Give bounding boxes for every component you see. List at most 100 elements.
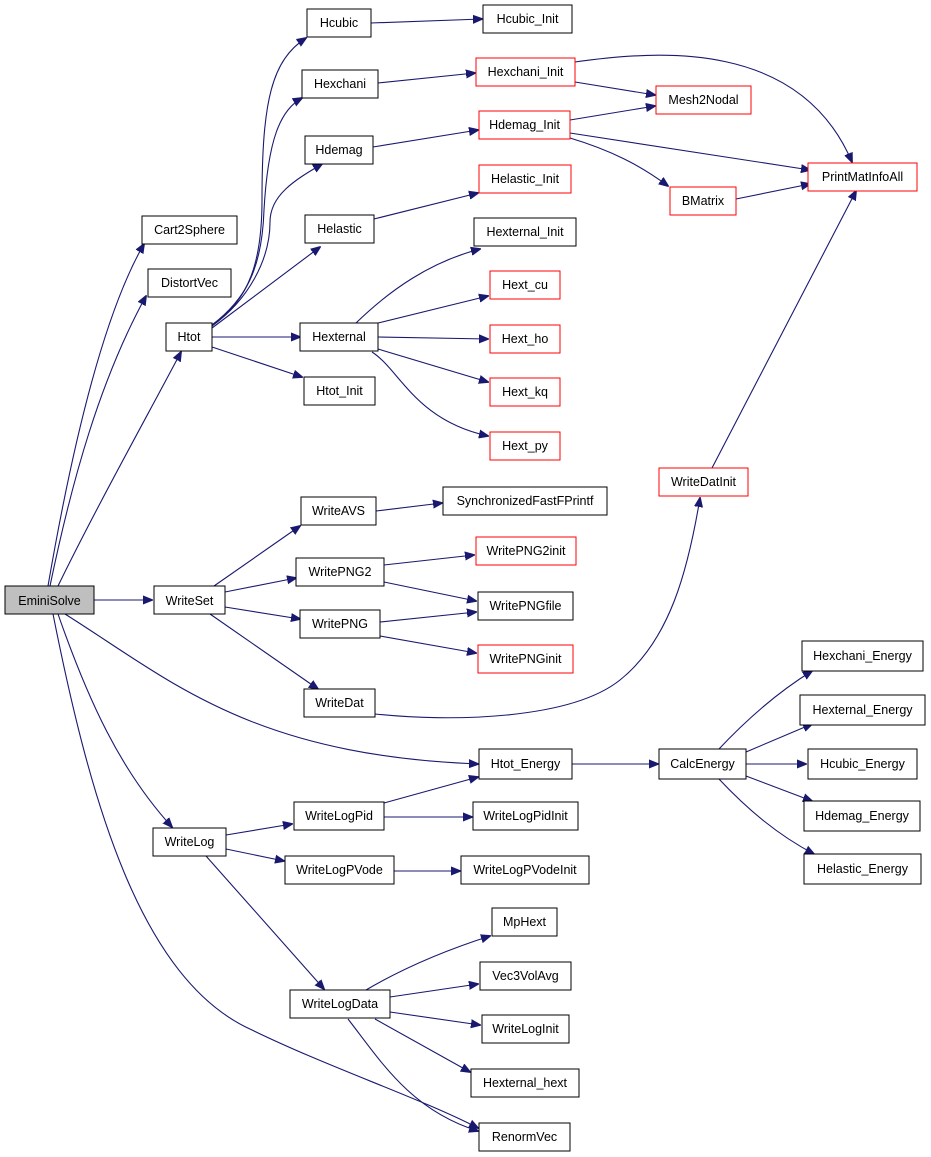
node-cart2sphere[interactable]: Cart2Sphere <box>141 215 238 245</box>
edge-hexternal-hext_cu <box>377 296 488 324</box>
node-label-hexternal_energy: Hexternal_Energy <box>812 703 913 717</box>
node-hexchani[interactable]: Hexchani <box>301 69 379 99</box>
node-htot_energy[interactable]: Htot_Energy <box>478 748 573 780</box>
node-hexternal[interactable]: Hexternal <box>299 322 379 352</box>
node-eminisolve[interactable]: EminiSolve <box>4 585 95 615</box>
node-writelogpid[interactable]: WriteLogPid <box>293 801 385 831</box>
edge-writelog-writelogpvode <box>225 848 284 861</box>
node-bmatrix[interactable]: BMatrix <box>669 186 737 216</box>
edge-eminisolve-writelog <box>57 613 172 827</box>
node-hcubic[interactable]: Hcubic <box>306 8 372 38</box>
node-hext_cu[interactable]: Hext_cu <box>489 270 561 300</box>
node-label-writeavs: WriteAVS <box>312 504 365 518</box>
edge-writelogdata-mphext <box>365 936 490 991</box>
node-helastic_init[interactable]: Helastic_Init <box>478 164 572 194</box>
node-label-hexchani_energy: Hexchani_Energy <box>813 649 912 663</box>
node-writeset[interactable]: WriteSet <box>153 585 226 615</box>
edge-helastic-helastic_init <box>373 193 478 220</box>
node-writepngfile[interactable]: WritePNGfile <box>477 591 574 621</box>
node-calcenergy[interactable]: CalcEnergy <box>658 748 747 780</box>
node-vec3volavg[interactable]: Vec3VolAvg <box>479 961 572 991</box>
edge-writepng-writepnginit <box>379 635 476 653</box>
node-hexternal_energy[interactable]: Hexternal_Energy <box>799 694 926 726</box>
node-mphext[interactable]: MpHext <box>491 907 558 937</box>
node-htot[interactable]: Htot <box>165 322 213 352</box>
node-hexchani_init[interactable]: Hexchani_Init <box>475 57 576 87</box>
edge-hdemag-hdemag_init <box>372 130 478 148</box>
node-writelog[interactable]: WriteLog <box>152 827 227 857</box>
node-hdemag[interactable]: Hdemag <box>304 135 374 165</box>
node-synchronizedfastfprintf[interactable]: SynchronizedFastFPrintf <box>442 486 608 516</box>
edge-writelogdata-vec3volavg <box>389 984 478 998</box>
edge-calcenergy-helastic_energy <box>717 777 814 854</box>
node-label-bmatrix: BMatrix <box>682 194 725 208</box>
node-label-writelogpid: WriteLogPid <box>305 809 373 823</box>
node-label-hdemag_init: Hdemag_Init <box>489 118 560 132</box>
node-label-writepng2: WritePNG2 <box>309 565 372 579</box>
edge-bmatrix-printmatinfoall <box>735 184 810 200</box>
node-htot_init[interactable]: Htot_Init <box>303 376 376 406</box>
node-label-writelog: WriteLog <box>165 835 215 849</box>
node-label-hexternal: Hexternal <box>312 330 366 344</box>
node-writedat[interactable]: WriteDat <box>303 688 376 718</box>
node-writepng[interactable]: WritePNG <box>299 609 381 639</box>
edge-writeset-writedat <box>209 613 318 689</box>
node-writepng2init[interactable]: WritePNG2init <box>475 536 577 566</box>
edge-htot-hexchani <box>211 98 302 326</box>
node-writeloginit[interactable]: WriteLogInit <box>481 1014 570 1044</box>
node-printmatinfoall[interactable]: PrintMatInfoAll <box>807 162 918 192</box>
edge-hexternal-hext_kq <box>377 348 488 382</box>
node-writedatinit[interactable]: WriteDatInit <box>658 467 749 497</box>
node-label-writedat: WriteDat <box>315 696 364 710</box>
node-hcubic_energy[interactable]: Hcubic_Energy <box>807 748 918 780</box>
node-label-mphext: MpHext <box>503 915 547 929</box>
node-mesh2nodal[interactable]: Mesh2Nodal <box>655 85 752 115</box>
node-label-helastic: Helastic <box>317 222 361 236</box>
node-writelogdata[interactable]: WriteLogData <box>289 989 391 1019</box>
node-hext_py[interactable]: Hext_py <box>489 431 561 461</box>
edge-writelog-writelogpid <box>225 824 292 836</box>
edge-writelogdata-renormvec <box>347 1018 478 1131</box>
edge-writelogdata-hexternal_hext <box>374 1018 470 1072</box>
node-label-distortvec: DistortVec <box>161 276 218 290</box>
node-writeavs[interactable]: WriteAVS <box>300 496 377 526</box>
node-hext_kq[interactable]: Hext_kq <box>489 377 561 407</box>
node-label-writepng: WritePNG <box>312 617 368 631</box>
node-writelogpvodeinit[interactable]: WriteLogPVodeInit <box>460 855 590 885</box>
node-label-writelogpidinit: WriteLogPidInit <box>483 809 568 823</box>
node-label-hexternal_hext: Hexternal_hext <box>483 1076 568 1090</box>
edge-writelogpid-htot_energy <box>383 777 478 804</box>
node-label-hexchani: Hexchani <box>314 77 366 91</box>
node-hdemag_init[interactable]: Hdemag_Init <box>478 110 571 140</box>
edge-eminisolve-distortvec <box>49 296 146 587</box>
node-writepnginit[interactable]: WritePNGinit <box>477 644 574 674</box>
edge-writelog-writelogdata <box>205 855 324 989</box>
node-writelogpvode[interactable]: WriteLogPVode <box>284 855 395 885</box>
node-hexternal_hext[interactable]: Hexternal_hext <box>470 1068 580 1098</box>
node-helastic_energy[interactable]: Helastic_Energy <box>803 853 922 885</box>
edge-writepng-writepngfile <box>379 612 476 623</box>
node-hext_ho[interactable]: Hext_ho <box>489 324 561 354</box>
node-writepng2[interactable]: WritePNG2 <box>295 557 385 587</box>
edge-htot-htot_init <box>211 346 302 377</box>
node-helastic[interactable]: Helastic <box>304 214 375 244</box>
node-label-renormvec: RenormVec <box>492 1130 557 1144</box>
node-label-printmatinfoall: PrintMatInfoAll <box>822 170 903 184</box>
edge-hdemag_init-mesh2nodal <box>569 106 655 121</box>
node-hexchani_energy[interactable]: Hexchani_Energy <box>801 640 924 672</box>
node-label-writelogpvodeinit: WriteLogPVodeInit <box>473 863 577 877</box>
node-hexternal_init[interactable]: Hexternal_Init <box>473 217 577 247</box>
node-label-hext_py: Hext_py <box>502 439 549 453</box>
node-label-hdemag_energy: Hdemag_Energy <box>815 809 910 823</box>
edge-writeset-writeavs <box>213 526 300 587</box>
node-distortvec[interactable]: DistortVec <box>147 268 232 298</box>
node-hcubic_init[interactable]: Hcubic_Init <box>482 4 573 34</box>
edge-hexternal-hext_ho <box>377 337 488 339</box>
node-label-eminisolve: EminiSolve <box>18 594 81 608</box>
edge-writedatinit-printmatinfoall <box>711 191 856 469</box>
edge-calcenergy-hexchani_energy <box>717 671 812 751</box>
node-hdemag_energy[interactable]: Hdemag_Energy <box>803 800 921 832</box>
node-renormvec[interactable]: RenormVec <box>478 1122 571 1152</box>
edge-eminisolve-cart2sphere <box>47 244 144 587</box>
node-writelogpidinit[interactable]: WriteLogPidInit <box>472 801 579 831</box>
